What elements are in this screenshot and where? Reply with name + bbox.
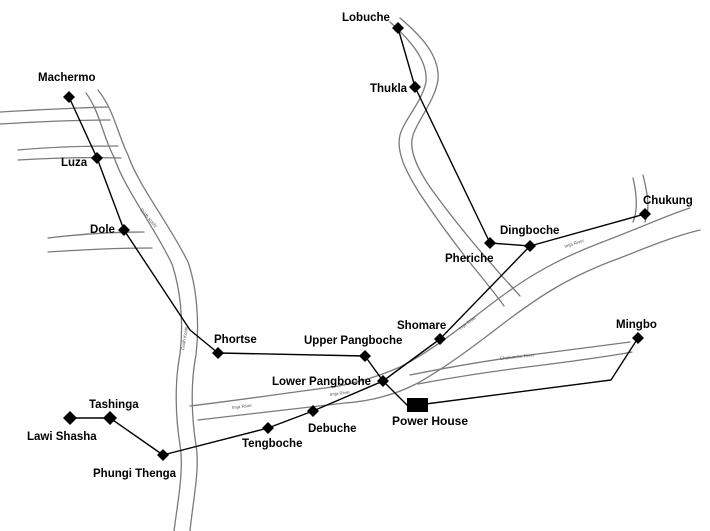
rivers	[0, 17, 701, 531]
route-powerhouse-mingbo	[417, 337, 639, 406]
tributary-one-bank-south	[0, 119, 111, 125]
chukunche-river-bank-south	[417, 351, 633, 385]
node-chukung[interactable]	[639, 208, 651, 220]
dudh-koshi-bank-east	[97, 89, 199, 531]
river-label: Dudh Koshi	[139, 207, 158, 228]
place-label-machermo: Machermo	[38, 72, 96, 84]
power-house-marker[interactable]	[407, 398, 428, 412]
place-label-dole: Dole	[90, 224, 115, 236]
routes	[68, 27, 646, 456]
node-tashinga[interactable]	[103, 411, 117, 425]
node-dingboche[interactable]	[524, 240, 536, 252]
khumbu-bank-west	[389, 21, 505, 307]
place-label-pheriche: Pheriche	[445, 253, 494, 265]
tributary-two-bank-south	[17, 156, 122, 161]
node-phortse[interactable]	[212, 347, 224, 359]
tributary-one-bank-north	[0, 106, 109, 113]
tributary-two-bank-north	[17, 145, 119, 151]
node-dole[interactable]	[118, 224, 130, 236]
place-label-shomare: Shomare	[397, 320, 446, 332]
node-machermo[interactable]	[63, 91, 75, 103]
place-label-mingbo: Mingbo	[616, 319, 657, 331]
node-lower-pangboche[interactable]	[377, 375, 389, 387]
place-label-phungi-thenga: Phungi Thenga	[93, 468, 177, 480]
node-lawi-shasha[interactable]	[63, 411, 77, 425]
place-label-chukung: Chukung	[643, 195, 693, 207]
node-mingbo[interactable]	[632, 332, 644, 344]
dudh-koshi-bank-west	[85, 92, 183, 531]
route-lobuche-dingboche	[397, 27, 531, 247]
place-label-luza: Luza	[61, 157, 88, 169]
river-label: Imja River	[330, 390, 351, 397]
place-label-upper-pangboche: Upper Pangboche	[304, 335, 402, 347]
river-label: Dudh Koshi	[180, 326, 189, 350]
route-chukung-powerhouse	[382, 213, 646, 407]
place-label-dingboche: Dingboche	[500, 225, 559, 237]
node-luza[interactable]	[91, 152, 103, 164]
tributary-three-bank-north	[47, 231, 145, 239]
chukung-bank-west	[632, 177, 638, 223]
node-lobuche[interactable]	[392, 22, 404, 34]
place-label-phortse: Phortse	[214, 334, 257, 346]
power-house-label: Power House	[392, 414, 468, 428]
imja-river-bank-north	[189, 207, 691, 407]
place-label-tengboche: Tengboche	[242, 438, 302, 450]
chukunche-river-bank-north	[409, 341, 631, 376]
river-label: Chukunche River	[500, 352, 535, 361]
node-shomare[interactable]	[434, 333, 446, 345]
place-labels: Lobuche Thukla Machermo Luza Dole Chukun…	[27, 12, 693, 480]
river-label: Imja River	[232, 403, 253, 410]
node-thukla[interactable]	[409, 81, 421, 93]
node-pheriche[interactable]	[484, 237, 496, 249]
khumbu-bank-east	[399, 17, 521, 297]
place-label-lawi-shasha: Lawi Shasha	[27, 431, 97, 443]
place-label-lobuche: Lobuche	[342, 12, 390, 24]
node-upper-pangboche[interactable]	[359, 350, 371, 362]
place-label-tashinga: Tashinga	[89, 399, 139, 411]
place-label-debuche: Debuche	[308, 423, 357, 435]
tributary-three-bank-south	[47, 247, 153, 253]
place-label-thukla: Thukla	[370, 83, 408, 95]
node-debuche[interactable]	[307, 405, 319, 417]
node-tengboche[interactable]	[262, 422, 274, 434]
place-label-lower-pangboche: Lower Pangboche	[272, 376, 371, 388]
river-label: Imja River	[564, 238, 585, 249]
nodes	[63, 22, 651, 461]
node-phungi-thenga[interactable]	[157, 449, 169, 461]
